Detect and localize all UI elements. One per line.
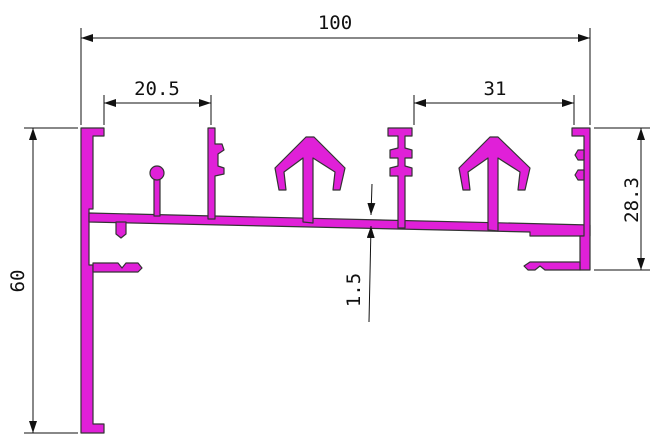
dim-label-wall-thickness: 1.5	[343, 273, 365, 307]
dimension-left-clip-spacing: 20.5	[103, 78, 212, 125]
dimension-right-clip-spacing: 31	[413, 78, 575, 125]
dimension-wall-thickness: 1.5	[343, 183, 376, 323]
sloped-deck	[88, 212, 591, 237]
dim-label-overall-height: 60	[7, 270, 29, 293]
deck-drip	[115, 221, 127, 239]
dim-label-right-clip-spacing: 31	[484, 78, 507, 100]
dim-label-left-clip-spacing: 20.5	[134, 78, 180, 100]
right-bottom-flange	[523, 261, 581, 271]
right-vertical-wall	[571, 127, 591, 271]
dim-label-overall-width: 100	[318, 12, 352, 34]
ball-post-head	[149, 165, 165, 181]
aluminium-profile	[80, 127, 591, 434]
left-vertical-wall	[80, 127, 105, 434]
left-arrow-clip	[274, 136, 346, 224]
dimension-overall-width: 100	[80, 12, 591, 125]
right-arrow-clip	[458, 136, 531, 232]
dimension-right-flange-height: 28.3	[594, 127, 650, 271]
dimension-overall-height: 60	[7, 127, 78, 434]
right-wall-clip	[574, 149, 585, 181]
ball-post	[153, 177, 161, 217]
left-lower-flange	[92, 262, 143, 273]
center-clip	[387, 127, 413, 229]
dim-label-right-flange-height: 28.3	[621, 177, 643, 223]
left-clip-upright	[207, 127, 225, 220]
